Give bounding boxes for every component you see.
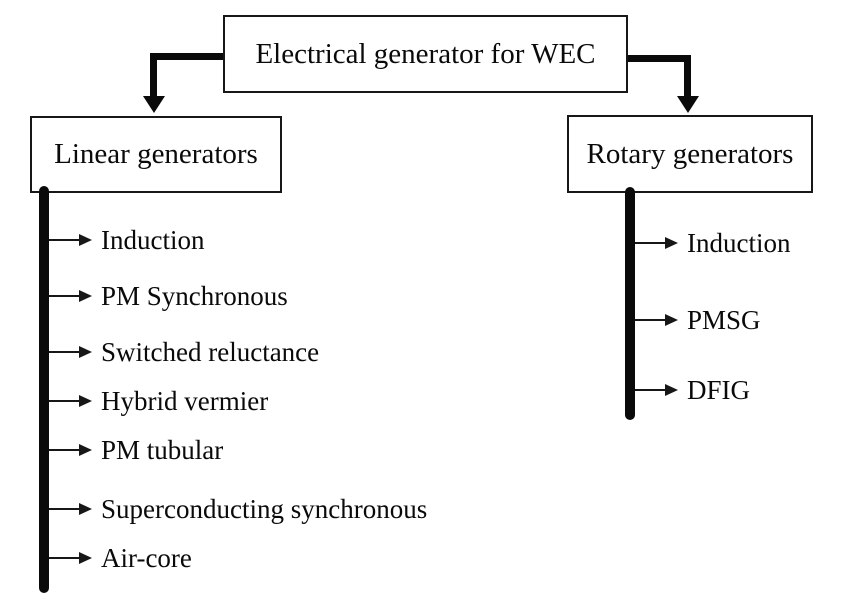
rotary-trunk-line [625, 187, 635, 420]
root-node-label: Electrical generator for WEC [255, 37, 596, 70]
rotary-branch-item: PMSG [635, 304, 761, 335]
branch-line [49, 508, 79, 510]
branch-line [49, 400, 79, 402]
branch-line [635, 319, 665, 321]
rotary-branch-item: DFIG [635, 374, 751, 405]
linear-trunk-line [39, 186, 49, 593]
branch-label: Induction [687, 227, 791, 258]
right-elbow-vertical-line [684, 55, 691, 97]
branch-label: PM Synchronous [101, 280, 288, 311]
linear-branch-item: Hybrid vermier [49, 385, 269, 416]
root-node-box: Electrical generator for WEC [223, 15, 628, 93]
arrow-right-icon [79, 346, 92, 358]
linear-generators-box: Linear generators [30, 116, 282, 193]
arrow-right-icon [79, 290, 92, 302]
branch-line [49, 295, 79, 297]
branch-line [49, 351, 79, 353]
arrow-right-icon [79, 395, 92, 407]
arrow-right-icon [79, 503, 92, 515]
branch-label: Induction [101, 224, 205, 255]
arrow-right-icon [79, 552, 92, 564]
right-elbow-horizontal-line [628, 55, 691, 62]
branch-label: DFIG [687, 374, 751, 405]
branch-label: Air-core [101, 542, 192, 573]
arrow-down-icon [677, 96, 699, 113]
arrow-right-icon [79, 234, 92, 246]
arrow-right-icon [665, 314, 678, 326]
rotary-generators-label: Rotary generators [586, 137, 794, 170]
branch-label: Hybrid vermier [101, 385, 269, 416]
branch-line [49, 557, 79, 559]
branch-label: Superconducting synchronous [101, 493, 428, 524]
rotary-branch-item: Induction [635, 227, 791, 258]
branch-label: PMSG [687, 304, 761, 335]
left-elbow-vertical-line [150, 53, 157, 97]
branch-line [635, 389, 665, 391]
linear-generators-label: Linear generators [54, 138, 258, 170]
rotary-generators-box: Rotary generators [567, 115, 813, 193]
arrow-down-icon [143, 96, 165, 113]
linear-branch-item: PM Synchronous [49, 280, 288, 311]
left-elbow-horizontal-line [150, 53, 223, 60]
branch-line [49, 449, 79, 451]
arrow-right-icon [79, 444, 92, 456]
linear-branch-item: Superconducting synchronous [49, 493, 428, 524]
linear-branch-item: Switched reluctance [49, 336, 320, 367]
branch-label: PM tubular [101, 434, 224, 465]
arrow-right-icon [665, 237, 678, 249]
branch-line [635, 242, 665, 244]
linear-branch-item: PM tubular [49, 434, 224, 465]
branch-line [49, 239, 79, 241]
linear-branch-item: Induction [49, 224, 205, 255]
linear-branch-item: Air-core [49, 542, 192, 573]
arrow-right-icon [665, 384, 678, 396]
branch-label: Switched reluctance [101, 336, 320, 367]
